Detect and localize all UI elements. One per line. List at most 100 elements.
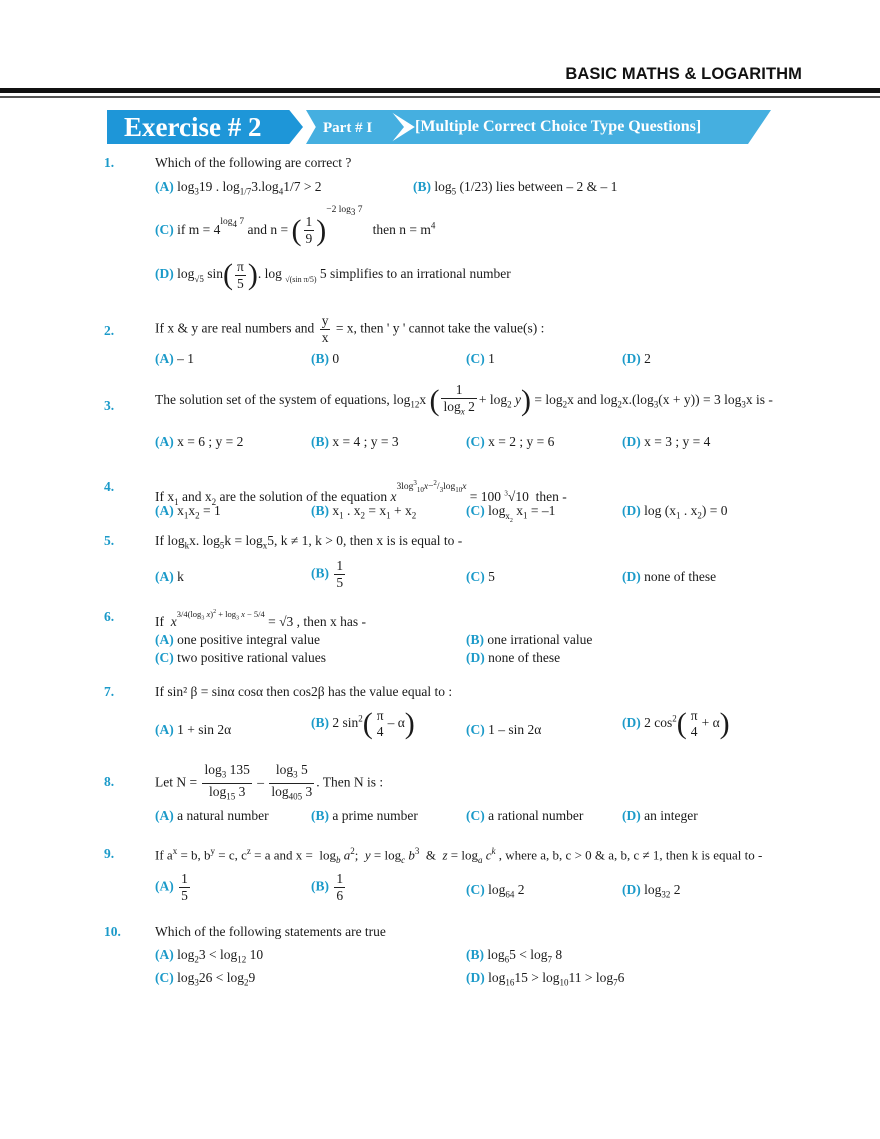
question-number: 8. <box>104 774 115 789</box>
exercise-banner <box>107 110 303 144</box>
option-d: (D) 2 <box>622 351 651 367</box>
option-label: (D) <box>155 266 174 282</box>
question-number: 3. <box>104 398 115 413</box>
header-rule-thin <box>0 96 880 98</box>
part-label: Part # I <box>323 120 373 136</box>
option-label: (A) <box>155 722 174 737</box>
option-text: 5 <box>488 569 495 584</box>
question-number: 4. <box>104 479 115 494</box>
option-label: (A) <box>155 947 174 962</box>
option-label: (D) <box>622 882 641 897</box>
option-a: (A) 1 + sin 2α <box>155 722 231 738</box>
exercise-label: Exercise # 2 <box>124 112 262 142</box>
question-text: Which of the following statements are tr… <box>155 924 386 939</box>
option-a: (A) k <box>155 569 184 585</box>
option-a: (A) x = 6 ; y = 2 <box>155 434 243 450</box>
question-text: If logkx. log5k = logx5, k ≠ 1, k > 0, t… <box>155 533 463 551</box>
option-label: (B) <box>311 715 329 731</box>
question-number: 1. <box>104 155 115 170</box>
option-label: (D) <box>622 569 641 584</box>
option-label: (D) <box>466 970 485 985</box>
option-text: none of these <box>488 650 561 665</box>
question-text: If x3/4(log3 x)2 + log3 x − 5/4 = √3 , t… <box>155 609 367 629</box>
option-b: (B) x1 . x2 = x1 + x2 <box>311 503 417 521</box>
option-text: two positive rational values <box>177 650 326 665</box>
option-label: (B) <box>311 808 329 823</box>
option-text: 2 <box>644 351 651 366</box>
option-a: (A) log319 . log1/73.log41/7 > 2 <box>155 179 322 197</box>
option-label: (B) <box>466 947 484 962</box>
option-label: (B) <box>413 179 431 194</box>
question-type-banner <box>388 110 771 144</box>
option-a: (A) one positive integral value <box>155 632 320 648</box>
option-text: one irrational value <box>487 632 593 647</box>
question-number: 5. <box>104 533 115 548</box>
chapter-title: BASIC MATHS & LOGARITHM <box>565 65 802 83</box>
question-text: If ax = b, by = c, cz = a and x = logb a… <box>155 846 763 865</box>
option-a: (A) log23 < log12 10 <box>155 947 264 965</box>
question-text: Which of the following are correct ? <box>155 155 352 170</box>
option-label: (B) <box>311 503 329 518</box>
option-text: none of these <box>644 569 717 584</box>
option-label: (D) <box>622 808 641 823</box>
option-label: (B) <box>311 878 329 894</box>
option-label: (C) <box>155 222 174 237</box>
option-label: (C) <box>466 434 485 449</box>
option-c: (C) logx2 x1 = –1 <box>466 503 556 524</box>
option-a: (A) a natural number <box>155 808 269 824</box>
option-label: (A) <box>155 179 174 194</box>
option-text: 1 + sin 2α <box>177 722 232 737</box>
question-number: 9. <box>104 846 115 861</box>
fraction-numerator: y <box>319 313 331 330</box>
option-b: (B) log65 < log7 8 <box>466 947 563 965</box>
option-a: (A) – 1 <box>155 351 194 367</box>
option-c: (C) 5 <box>466 569 495 585</box>
option-c: (C) log326 < log29 <box>155 970 256 988</box>
option-text: x = 6 ; y = 2 <box>177 434 244 449</box>
question-text-pre: If x & y are real numbers and <box>155 320 315 336</box>
question-text: If x1 and x2 are the solution of the equ… <box>155 479 567 507</box>
option-c: (C) 1 <box>466 351 495 367</box>
option-label: (B) <box>466 632 484 647</box>
question-text: If sin² β = sinα cosα then cos2β has the… <box>155 684 453 699</box>
option-label: (D) <box>622 503 641 518</box>
option-label: (B) <box>311 434 329 449</box>
option-b: (B) a prime number <box>311 808 418 824</box>
option-b: (B) log5 (1/23) lies between – 2 & – 1 <box>413 179 618 197</box>
option-d: (D) an integer <box>622 808 698 824</box>
option-label: (C) <box>155 650 174 665</box>
question-text: The solution set of the system of equati… <box>155 382 773 417</box>
header-rule-thick <box>0 88 880 93</box>
option-text: k <box>177 569 184 584</box>
option-c: (C) x = 2 ; y = 6 <box>466 434 554 450</box>
option-d: (D) log32 2 <box>622 882 681 900</box>
option-c: (C) two positive rational values <box>155 650 326 666</box>
option-d: (D) none of these <box>622 569 716 585</box>
option-text: one positive integral value <box>177 632 320 647</box>
option-d: (D) x = 3 ; y = 4 <box>622 434 710 450</box>
option-label: (B) <box>311 565 329 581</box>
option-label: (A) <box>155 434 174 449</box>
option-label: (C) <box>466 722 485 737</box>
question-number: 7. <box>104 684 115 699</box>
option-label: (A) <box>155 503 174 518</box>
option-c: (C) 1 – sin 2α <box>466 722 541 738</box>
option-label: (C) <box>466 882 485 897</box>
option-label: (D) <box>622 351 641 366</box>
option-a: (A) x1x2 = 1 <box>155 503 221 521</box>
option-label: (A) <box>155 808 174 823</box>
question-text-post: = x, then ' y ' cannot take the value(s)… <box>335 320 545 336</box>
option-label: (D) <box>466 650 485 665</box>
question-number: 2. <box>104 323 115 338</box>
option-c: (C) a rational number <box>466 808 583 824</box>
option-label: (A) <box>155 351 174 366</box>
option-d: (D) none of these <box>466 650 560 666</box>
option-text: – 1 <box>177 351 194 366</box>
question-number: 10. <box>104 924 121 939</box>
option-text: a prime number <box>332 808 418 823</box>
